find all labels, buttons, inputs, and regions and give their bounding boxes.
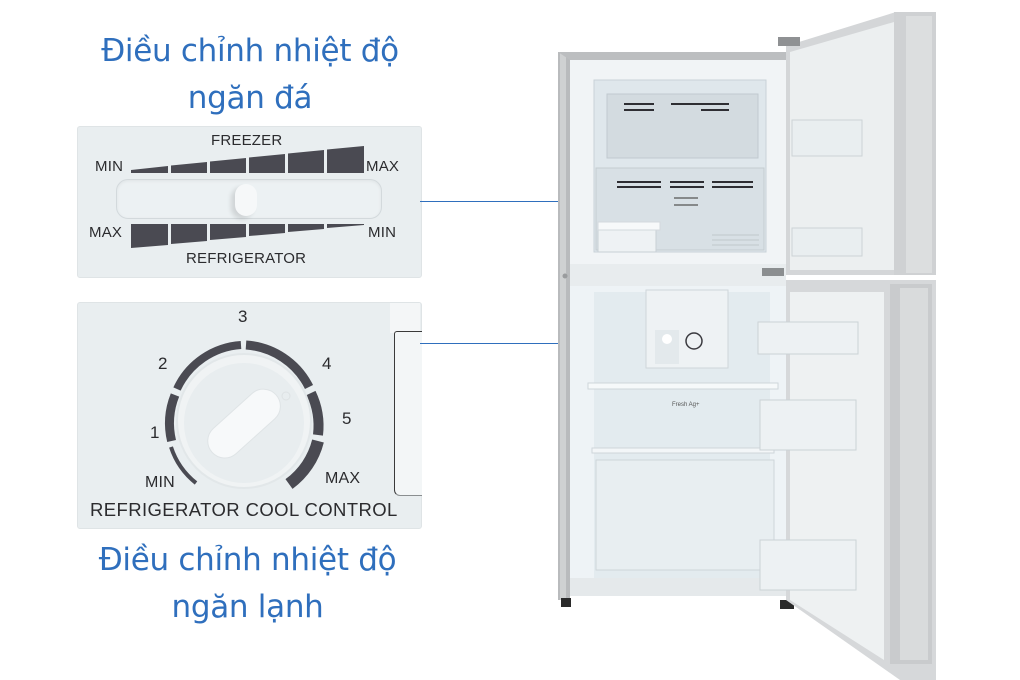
freezer-max-label: MAX — [366, 158, 400, 175]
refrigerator-max-label: MAX — [89, 224, 123, 241]
dial-min-label: MIN — [145, 474, 175, 491]
caption-line: ngăn đá — [187, 80, 313, 116]
freezer-slider-track[interactable] — [116, 179, 382, 219]
dial-number-1: 1 — [150, 423, 160, 442]
fridge-control-caption: Điều chỉnh nhiệt độ ngăn lạnh — [75, 537, 420, 631]
freezer-slider-knob[interactable] — [235, 184, 257, 216]
dial-title: REFRIGERATOR COOL CONTROL — [90, 499, 398, 520]
refrigerator-min-label: MIN — [368, 224, 397, 241]
freezer-min-label: MIN — [95, 158, 124, 175]
dial-max-label: MAX — [325, 470, 361, 487]
dial-scale — [165, 340, 324, 489]
fridge-pointer-line — [420, 343, 690, 344]
freezer-title: FREEZER — [211, 132, 283, 149]
freezer-slider-panel: FREEZER MIN MAX MAX MIN REFRIGERATOR — [77, 126, 422, 278]
dial-number-3: 3 — [238, 307, 248, 326]
crisper-label: Fresh Ag+ — [672, 402, 700, 408]
cool-control-dial-panel: 1 2 3 4 5 MIN MAX REFRIGERATOR COOL CONT… — [77, 302, 422, 529]
dial-number-5: 5 — [342, 409, 352, 428]
refrigerator-title: REFRIGERATOR — [186, 250, 307, 267]
caption-line: Điều chỉnh nhiệt độ — [101, 33, 399, 69]
panel-frame-edge — [394, 331, 422, 496]
caption-line: ngăn lạnh — [171, 589, 324, 625]
freezer-pointer-line — [420, 201, 698, 202]
freezer-level-bars — [131, 146, 364, 248]
panel-edge-highlight — [390, 303, 420, 333]
caption-line: Điều chỉnh nhiệt độ — [98, 542, 397, 578]
dial-number-4: 4 — [322, 354, 332, 373]
dial-number-2: 2 — [158, 354, 168, 373]
freezer-control-caption: Điều chỉnh nhiệt độ ngăn đá — [70, 28, 430, 122]
